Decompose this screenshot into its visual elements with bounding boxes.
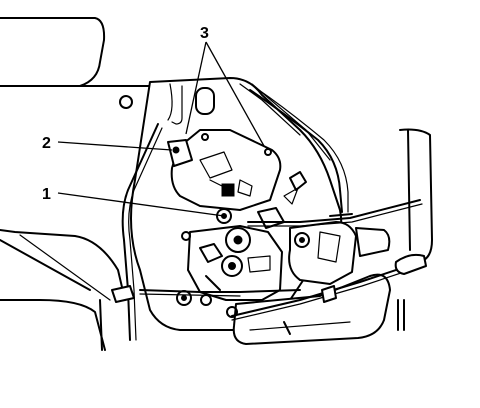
actuator-screw	[201, 133, 209, 141]
callout-2: 2	[42, 135, 51, 152]
lower-trim-panel	[0, 229, 126, 351]
leader-line-2	[57, 141, 173, 151]
rod-upper-right	[249, 87, 349, 213]
latch-mechanism	[181, 207, 285, 301]
leader-line-3b	[205, 41, 265, 147]
panel-hole	[119, 95, 133, 109]
right-door-structure	[397, 128, 433, 331]
leader-lines	[57, 41, 265, 217]
bracket-slot	[195, 87, 215, 115]
callout-1: 1	[42, 186, 51, 203]
callout-3: 3	[200, 25, 209, 42]
right-latch-bracket	[288, 213, 391, 285]
door-panel-background	[0, 17, 171, 109]
rod-vertical-left	[121, 123, 163, 341]
actuator-screw	[264, 148, 272, 156]
leader-line-3a	[185, 41, 207, 135]
control-rods	[111, 199, 427, 321]
lock-actuator	[167, 129, 307, 211]
leader-line-1	[57, 192, 225, 217]
